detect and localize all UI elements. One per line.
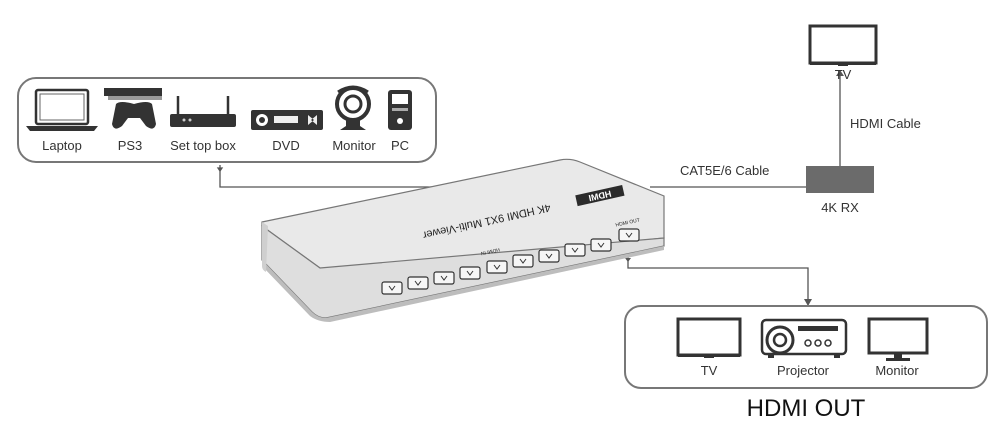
tv-icon-top [808, 24, 878, 66]
dvd-icon [251, 110, 323, 130]
output-monitor-label: Monitor [875, 363, 919, 378]
laptop-icon [26, 88, 98, 131]
monitor-icon-output [867, 317, 929, 361]
hdmi-port-2 [407, 276, 429, 290]
rx-receiver-box [806, 166, 874, 193]
arrow-small-icon [625, 258, 631, 262]
projector-icon [760, 318, 848, 358]
pc-label: PC [391, 138, 409, 153]
monitor-input-label: Monitor [332, 138, 376, 153]
hdmi-port-1 [381, 281, 403, 295]
hdmi-port-9 [590, 238, 612, 252]
hdmi-port-5 [486, 260, 508, 274]
cat-cable-label: CAT5E/6 Cable [680, 163, 769, 178]
device-hdmi-in-label: HDMI IN [480, 246, 500, 256]
set-top-box-icon [170, 96, 236, 127]
tv-icon-output [676, 317, 742, 358]
top-tv-label: TV [835, 67, 852, 82]
webcam-monitor-icon [335, 85, 371, 130]
hdmi-port-6 [512, 254, 534, 268]
hdmi-ports-row [381, 228, 640, 295]
svg-text:HDMI: HDMI [588, 189, 613, 204]
hdmi-port-4 [459, 266, 481, 280]
ps3-label: PS3 [118, 138, 143, 153]
dvd-label: DVD [272, 138, 299, 153]
hdmi-out-caption: HDMI OUT [747, 395, 866, 422]
device-hdmi-out-label: HDMI OUT [615, 217, 640, 228]
arrow-down-icon [804, 299, 812, 306]
arrow-up-icon [836, 70, 844, 76]
hdmi-logo: HDMI [575, 184, 625, 207]
ps3-icon [104, 88, 162, 129]
hdmi-out-port [618, 228, 640, 242]
pc-tower-icon [388, 90, 412, 130]
laptop-label: Laptop [42, 138, 82, 153]
set-top-box-label: Set top box [170, 138, 236, 153]
hdmi-port-7 [538, 249, 560, 263]
hdmi-cable-label: HDMI Cable [850, 116, 921, 131]
output-tv-label: TV [701, 363, 718, 378]
projector-label: Projector [777, 363, 830, 378]
hdmi-port-3 [433, 271, 455, 285]
rx-label: 4K RX [821, 200, 859, 215]
hdmi-port-8 [564, 243, 586, 257]
